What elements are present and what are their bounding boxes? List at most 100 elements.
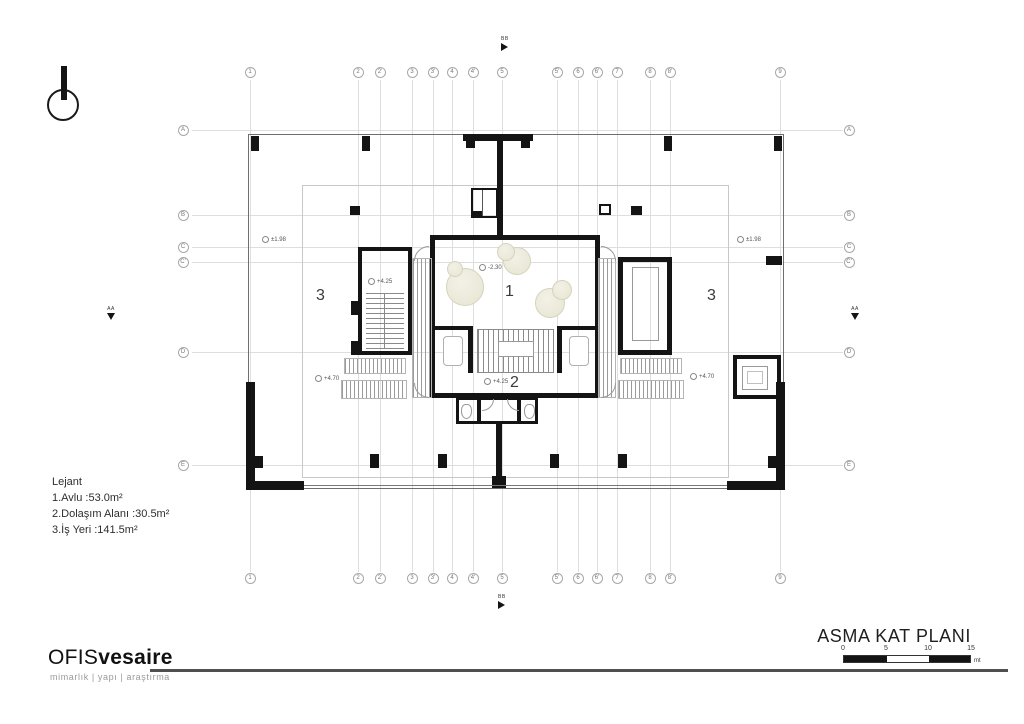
legend: Lejant 1.Avlu :53.0m² 2.Dolaşım Alanı :3… [52, 474, 169, 538]
column [255, 456, 263, 468]
elevation-marker: +4.25 [484, 378, 508, 385]
wall [435, 326, 471, 330]
footer-rule [150, 669, 1008, 672]
grid-line-vertical [473, 80, 474, 572]
logo-text-light: OFIS [48, 646, 99, 669]
tree [446, 268, 484, 306]
vestibule [471, 188, 498, 218]
section-marker: AA [107, 306, 115, 320]
elevation-marker: ±1.98 [737, 236, 761, 243]
sheet-title: ASMA KAT PLANI [817, 626, 971, 646]
grid-bubble: 1 [244, 66, 256, 78]
grid-bubble: 8' [664, 572, 676, 584]
grid-bubble: A [177, 124, 189, 136]
grid-bubble: 3' [427, 572, 439, 584]
elevation-marker: +4.70 [315, 375, 339, 382]
column-hollow [599, 204, 611, 215]
grid-bubble: 9 [774, 66, 786, 78]
grid-bubble: 4' [467, 66, 479, 78]
scale-bar-segment [929, 656, 970, 662]
section-marker-label: BB [501, 36, 509, 42]
scale-tick: 15 [967, 645, 975, 652]
west-stair [366, 293, 404, 349]
section-marker-label: AA [851, 306, 859, 312]
grid-bubble: 8 [644, 572, 656, 584]
grid-bubble: 3 [406, 572, 418, 584]
section-arrow-icon [851, 313, 859, 320]
column [618, 454, 627, 468]
scale-tick: 5 [884, 645, 888, 652]
southwest-stair [344, 358, 406, 374]
north-arrow-icon [61, 66, 67, 100]
scale-bar: 0 5 10 15 mt [841, 645, 983, 667]
grid-bubble: D [177, 346, 189, 358]
wall [557, 326, 562, 373]
legend-item: 1.Avlu :53.0m² [52, 492, 123, 504]
room-label: 3 [707, 287, 716, 304]
wall [517, 397, 521, 424]
grid-bubble: 3' [427, 66, 439, 78]
tree [497, 243, 515, 261]
southeast-room-fixture [742, 366, 768, 390]
grid-bubble: B [177, 209, 189, 221]
grid-bubble: C [177, 241, 189, 253]
southeast-stair [620, 358, 682, 374]
door-swing [414, 246, 429, 261]
elevation-marker: +4.70 [690, 373, 714, 380]
wall [466, 141, 475, 148]
wall [776, 382, 785, 489]
scale-tick: 10 [924, 645, 932, 652]
column [631, 206, 642, 215]
southeast-stair [618, 380, 684, 399]
grid-bubble: 5' [551, 572, 563, 584]
wall [521, 141, 530, 148]
grid-bubble: 4 [446, 66, 458, 78]
east-shaft-cab [632, 267, 659, 341]
grid-line-vertical [250, 80, 251, 572]
grid-bubble: 8' [664, 66, 676, 78]
central-stair-landing [498, 341, 534, 357]
scale-bar-segment [844, 656, 887, 662]
wall [766, 256, 782, 265]
grid-line-vertical [650, 80, 651, 572]
room-label: 1 [505, 283, 514, 300]
wall [304, 485, 727, 486]
grid-line-horizontal [192, 215, 843, 216]
grid-line-vertical [617, 80, 618, 572]
grid-bubble: 4' [467, 572, 479, 584]
logo-text-bold: vesaire [98, 646, 173, 669]
wall [468, 326, 473, 373]
column [774, 136, 782, 151]
southeast-room [733, 355, 781, 399]
elevation-marker: -2.30 [479, 264, 502, 271]
grid-bubble: 2' [374, 572, 386, 584]
legend-title: Lejant [52, 476, 82, 488]
grid-bubble: C [843, 241, 855, 253]
grid-bubble: E [177, 459, 189, 471]
grid-line-vertical [780, 80, 781, 572]
elevation-marker: ±1.98 [262, 236, 286, 243]
wc-fixture [461, 404, 472, 419]
column [362, 136, 370, 151]
section-marker-label: BB [498, 594, 506, 600]
column [251, 136, 259, 151]
column [350, 206, 360, 215]
section-arrow-icon [501, 43, 509, 51]
column [664, 136, 672, 151]
west-stair-divider [384, 293, 385, 349]
column [768, 456, 776, 468]
grid-bubble: 7 [611, 572, 623, 584]
grid-bubble: 1 [244, 572, 256, 584]
lower-floor-outline [302, 185, 729, 478]
door-jamb [351, 341, 359, 355]
scale-tick: 0 [841, 645, 845, 652]
grid-bubble: 2 [352, 66, 364, 78]
section-marker-label: AA [107, 306, 115, 312]
column [550, 454, 559, 468]
wall [246, 382, 255, 489]
section-arrow-icon [498, 601, 506, 609]
section-arrow-icon [107, 313, 115, 320]
grid-line-horizontal [192, 130, 843, 131]
